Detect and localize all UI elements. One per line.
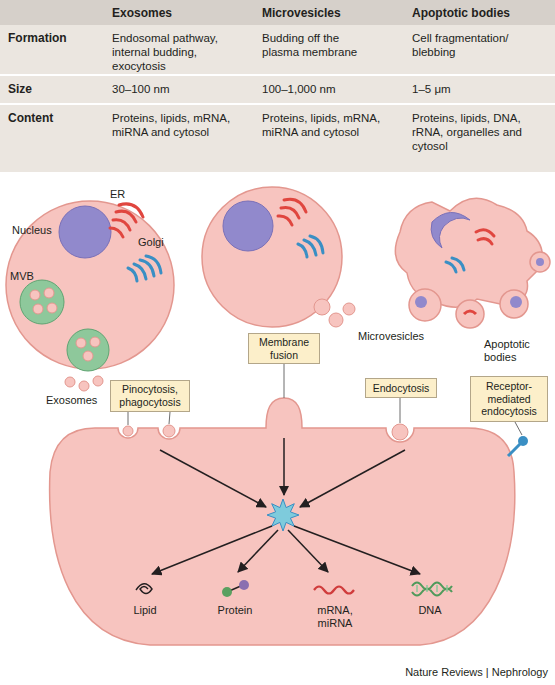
intraluminal-vesicle (83, 351, 93, 361)
cell-body (6, 201, 174, 369)
release-arrow (152, 526, 272, 574)
mvb (67, 329, 109, 371)
callout-text: Endocytosis (373, 382, 430, 395)
exosome (93, 376, 103, 386)
leader-line (515, 422, 522, 435)
organelle-label: ER (110, 188, 140, 201)
golgi-symbol (298, 236, 323, 257)
dna-rungs (417, 585, 447, 592)
intraluminal-vesicle (76, 338, 86, 348)
callout-text: Membrane fusion (253, 336, 315, 361)
uptake-arrow (300, 450, 405, 507)
mrna-icon (314, 587, 354, 594)
er-symbol (110, 204, 143, 237)
table-cell: Endosomal pathway, internal budding, exo… (112, 31, 237, 73)
lipid-icon (136, 584, 152, 594)
internalized-vesicle (123, 426, 133, 436)
organelle-label: MVB (10, 270, 50, 283)
cargo-label: Protein (210, 604, 260, 617)
apoptotic-body (409, 289, 441, 321)
protein-icon (239, 580, 249, 590)
nucleus-fragment (510, 296, 522, 308)
golgi-symbol (128, 256, 161, 281)
callout-box: Pinocytosis, phagocytosis (110, 380, 190, 412)
leader-line (169, 412, 170, 424)
recipient-cell (50, 398, 515, 645)
table-cell: 30–100 nm (112, 82, 252, 96)
golgi-fragment (446, 258, 464, 272)
row-header: Size (8, 82, 103, 97)
nucleus-fragment (536, 258, 544, 266)
table-cell: Proteins, lipids, mRNA, miRNA and cytoso… (262, 111, 387, 139)
nucleus (59, 206, 111, 258)
apoptotic-body (530, 252, 550, 272)
table-cell: 1–5 μm (412, 82, 552, 96)
intraluminal-vesicle (47, 303, 57, 313)
nucleus-fragment (415, 296, 427, 308)
table-cell: Budding off the plasma membrane (262, 31, 372, 59)
table-cell: Proteins, lipids, mRNA, miRNA and cytoso… (112, 111, 237, 139)
leader-line (128, 412, 129, 425)
internalized-vesicle (163, 425, 175, 437)
organelle-label: Nucleus (12, 224, 62, 237)
uptake-arrow (283, 438, 285, 495)
microvesicle (329, 313, 343, 327)
vesicle-label: Microvesicles (358, 330, 448, 343)
release-arrow (238, 530, 278, 572)
nucleus-fragment (431, 212, 470, 248)
intraluminal-vesicle (44, 288, 54, 298)
exosome (79, 381, 89, 391)
source-credit: Nature Reviews | Nephrology (330, 666, 548, 679)
internalized-vesicle (392, 424, 408, 440)
intraluminal-vesicle (90, 337, 100, 347)
receptor-stalk (508, 444, 520, 456)
intraluminal-vesicle (30, 290, 40, 300)
leader-line (400, 398, 401, 423)
apoptotic-body (500, 290, 528, 318)
callout-text: Receptor-mediated endocytosis (475, 380, 543, 418)
table-cell: 100–1,000 nm (262, 82, 402, 96)
callout-text: Pinocytosis, phagocytosis (115, 383, 185, 408)
table-body-band (0, 25, 555, 172)
table-row-rule (0, 103, 555, 105)
column-header: Apoptotic bodies (412, 6, 552, 21)
column-header: Exosomes (112, 6, 252, 21)
table-header-band (0, 0, 555, 25)
column-header: Microvesicles (262, 6, 402, 21)
callout-box: Endocytosis (365, 378, 437, 398)
leader-line (284, 363, 285, 398)
cell-body (202, 187, 342, 327)
organelle-label: Golgi (138, 236, 178, 249)
cargo-label: Lipid (120, 604, 170, 617)
er-fragment (464, 311, 476, 314)
mvb (20, 280, 64, 324)
receptor-head (518, 436, 528, 446)
uptake-arrow (160, 450, 266, 507)
er-fragment (476, 230, 494, 244)
table-row-rule (0, 74, 555, 76)
protein-icon (222, 587, 232, 597)
table-cell: Proteins, lipids, DNA, rRNA, organelles … (412, 111, 540, 153)
table-cell: Cell fragmentation/ blebbing (412, 31, 524, 59)
intraluminal-vesicle (33, 304, 43, 314)
cargo-label: mRNA, miRNA (303, 604, 367, 631)
apoptotic-body (456, 300, 484, 328)
microvesicle (343, 303, 355, 315)
vesicle-label: Apoptotic bodies (484, 338, 549, 365)
er-symbol (278, 199, 306, 225)
row-header: Formation (8, 31, 103, 46)
vesicle-label: Exosomes (46, 394, 116, 407)
exosome (65, 377, 75, 387)
nucleus (223, 201, 273, 251)
release-arrow (294, 526, 420, 574)
budding-microvesicle (314, 299, 330, 315)
callout-box: Membrane fusion (248, 333, 320, 364)
row-header: Content (8, 111, 103, 126)
dna-icon (412, 583, 452, 596)
callout-box: Receptor-mediated endocytosis (470, 376, 548, 422)
cargo-label: DNA (405, 604, 455, 617)
